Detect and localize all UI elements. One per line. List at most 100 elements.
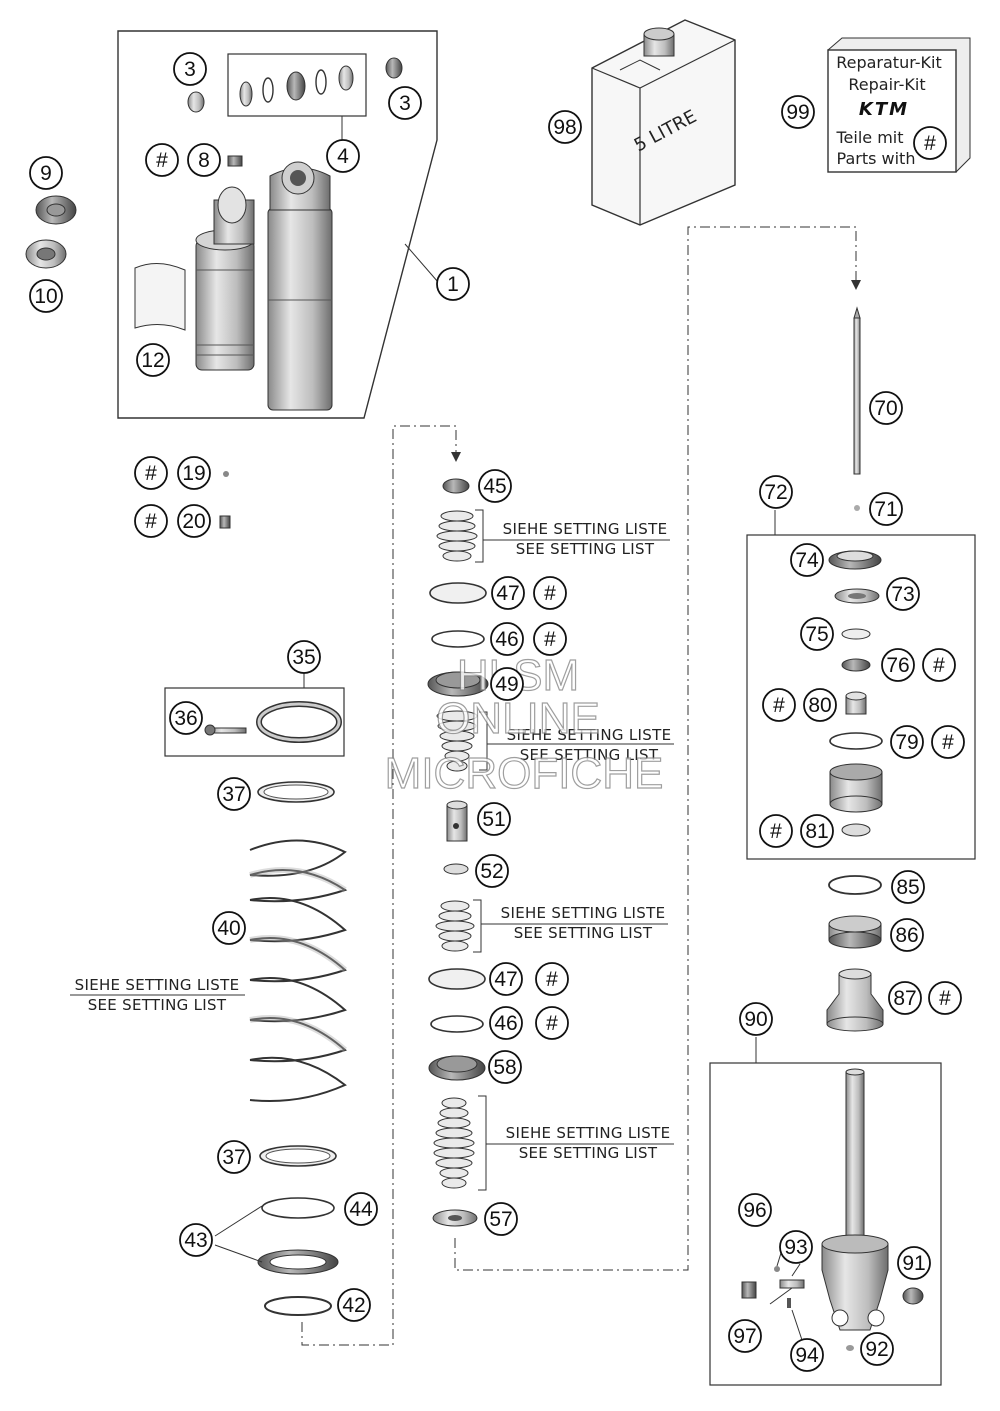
callout-circle <box>484 1202 518 1236</box>
part-number-3: 3 <box>399 92 411 115</box>
part-number-10: 10 <box>34 285 57 308</box>
setting-note-1-de: SIEHE SETTING LISTE <box>503 520 668 538</box>
hash-symbol: # <box>942 731 954 754</box>
callout-circle <box>890 725 924 759</box>
part-number-52: 52 <box>480 860 503 883</box>
part-callout-76: 76 <box>881 648 915 682</box>
callout-circle <box>897 1246 931 1280</box>
setting-note-2-de: SIEHE SETTING LISTE <box>507 726 672 744</box>
hash-kit-callout: # <box>931 725 965 759</box>
part-callout-35: 35 <box>287 640 321 674</box>
hash-kit-callout: # <box>145 143 179 177</box>
hash-symbol: # <box>544 582 556 605</box>
callout-circle <box>477 802 511 836</box>
callout-circle <box>212 911 246 945</box>
part-number-3: 3 <box>184 58 196 81</box>
callout-circle <box>337 1288 371 1322</box>
part-callout-98: 98 <box>548 110 582 144</box>
part-number-8: 8 <box>198 149 210 172</box>
part-callout-47: 47 <box>491 576 525 610</box>
part-callout-90: 90 <box>739 1002 773 1036</box>
part-callout-43: 43 <box>179 1223 213 1257</box>
part-callout-20: 20 <box>177 504 211 538</box>
part-callout-47: 47 <box>489 962 523 996</box>
part-number-75: 75 <box>805 623 828 646</box>
callout-circle <box>886 577 920 611</box>
callout-circle <box>888 981 922 1015</box>
part-number-99: 99 <box>786 101 809 124</box>
hash-kit-callout: # <box>134 456 168 490</box>
setting-note-3-de: SIEHE SETTING LISTE <box>501 904 666 922</box>
watermark: HLSM ONLINE MICROFICHE <box>384 650 664 798</box>
arrow-down-1 <box>451 452 461 462</box>
hash-symbol: # <box>546 968 558 991</box>
callout-circle <box>739 1002 773 1036</box>
callout-circle <box>790 543 824 577</box>
repair-kit-line4: Parts with <box>837 149 916 168</box>
callout-circle <box>478 469 512 503</box>
callout-circle <box>548 110 582 144</box>
setting-note-spring-de: SIEHE SETTING LISTE <box>75 976 240 994</box>
hash-symbol: # <box>156 149 168 172</box>
callout-circle <box>869 492 903 526</box>
callout-circle <box>869 391 903 425</box>
part-callout-97: 97 <box>728 1319 762 1353</box>
part-number-19: 19 <box>182 462 205 485</box>
callout-circle <box>535 962 569 996</box>
callout-circle <box>535 1006 569 1040</box>
oil-can <box>591 19 736 226</box>
callout-circle <box>173 52 207 86</box>
repair-kit-line2: Repair-Kit <box>848 75 925 94</box>
part-callout-86: 86 <box>890 918 924 952</box>
part-number-97: 97 <box>733 1325 756 1348</box>
part-number-71: 71 <box>874 498 897 521</box>
hash-symbol: # <box>933 654 945 677</box>
part-callout-4: 4 <box>326 139 360 173</box>
callout-circle <box>29 156 63 190</box>
part-callout-70: 70 <box>869 391 903 425</box>
callout-circle <box>136 343 170 377</box>
callout-circle <box>177 456 211 490</box>
callout-circle <box>728 1319 762 1353</box>
part-callout-87: 87 <box>888 981 922 1015</box>
hash-kit-callout: # <box>134 504 168 538</box>
part-number-40: 40 <box>217 917 240 940</box>
hash-symbol: # <box>939 987 951 1010</box>
repair-kit-brand-logo: KTM <box>859 99 909 120</box>
callout-circle <box>800 814 834 848</box>
hash-kit-callout: # <box>759 814 793 848</box>
part-number-46: 46 <box>494 1012 517 1035</box>
part-number-93: 93 <box>784 1236 807 1259</box>
callout-circle <box>29 279 63 313</box>
part-callout-72: 72 <box>759 475 793 509</box>
callout-circle <box>928 981 962 1015</box>
callout-circle <box>326 139 360 173</box>
part-callout-81: 81 <box>800 814 834 848</box>
callout-circle <box>779 1230 813 1264</box>
part-number-47: 47 <box>494 968 517 991</box>
hash-kit-callout: # <box>533 622 567 656</box>
shock-assembly-group <box>117 30 439 419</box>
callout-circle <box>489 962 523 996</box>
callout-circle <box>187 143 221 177</box>
part-callout-92: 92 <box>860 1332 894 1366</box>
part-callout-8: 8 <box>187 143 221 177</box>
part-number-20: 20 <box>182 510 205 533</box>
part-number-37: 37 <box>222 783 245 806</box>
setting-note-2-en: SEE SETTING LIST <box>520 746 659 764</box>
hash-kit-callout: # <box>535 962 569 996</box>
part-callout-74: 74 <box>790 543 824 577</box>
part-callout-80: 80 <box>803 688 837 722</box>
part-number-12: 12 <box>141 349 164 372</box>
watermark-line2: ONLINE <box>436 694 600 743</box>
part-20-screw <box>219 515 231 529</box>
callout-circle <box>881 648 915 682</box>
part-callout-44: 44 <box>344 1192 378 1226</box>
callout-circle <box>177 504 211 538</box>
callout-circle <box>533 622 567 656</box>
part-number-57: 57 <box>489 1208 512 1231</box>
setting-note-4-en: SEE SETTING LIST <box>519 1144 658 1162</box>
callout-circle <box>922 648 956 682</box>
part-number-94: 94 <box>795 1344 819 1367</box>
part-number-80: 80 <box>808 694 831 717</box>
